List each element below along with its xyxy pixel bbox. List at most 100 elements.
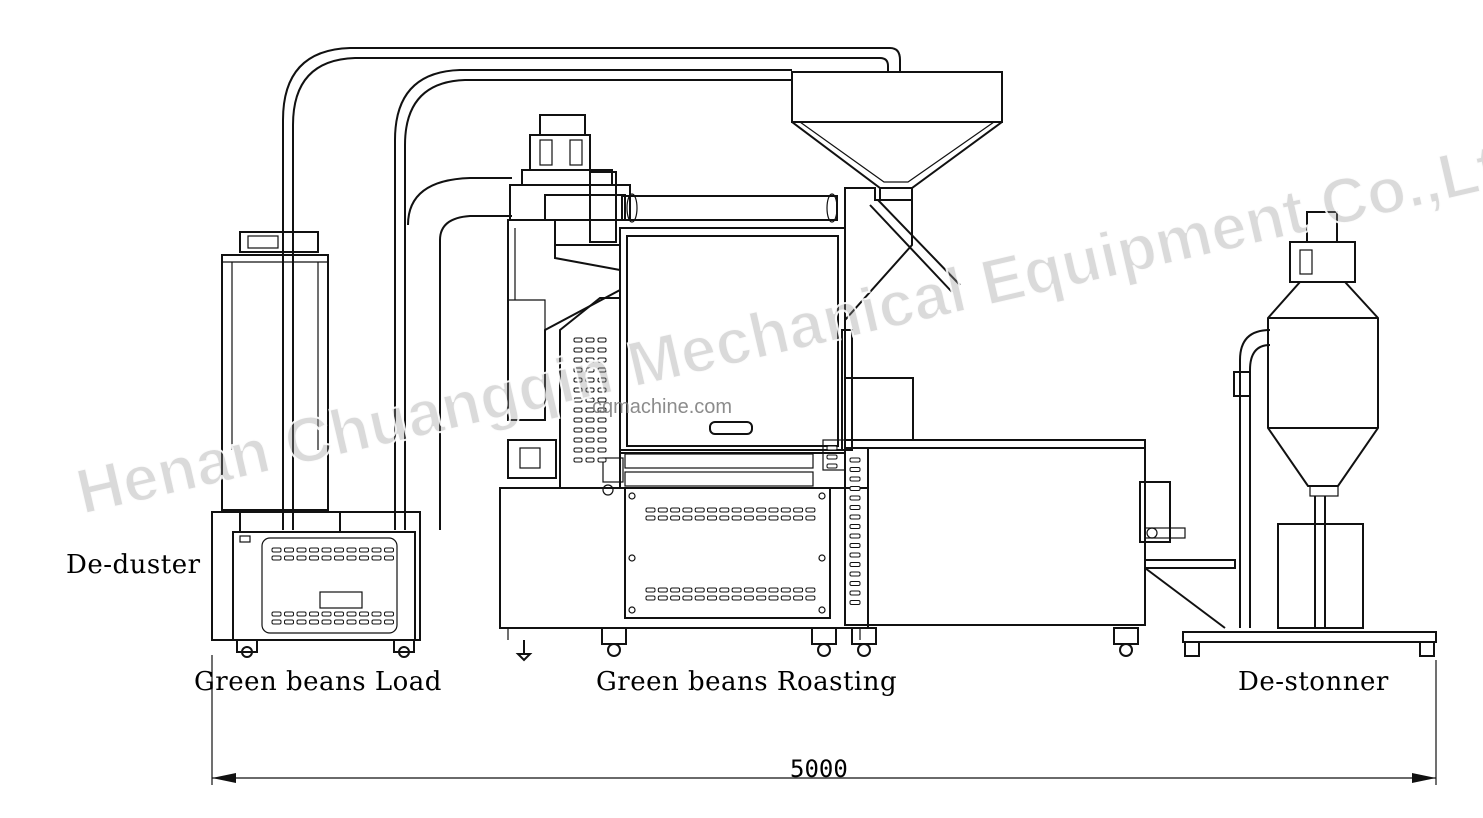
vent-slot — [849, 600, 861, 605]
vent-slot — [670, 515, 681, 521]
vent-slot — [707, 595, 717, 601]
vent-slot — [284, 619, 294, 625]
vent-slot — [371, 555, 382, 561]
vent-slot — [321, 611, 332, 617]
vent-slot — [585, 357, 595, 363]
vent-slot — [849, 495, 861, 501]
vent-slot — [657, 507, 668, 513]
vent-slot — [707, 515, 717, 521]
vent-slot — [743, 595, 754, 601]
vent-slot — [731, 587, 742, 593]
vent-slot — [670, 507, 681, 513]
vent-slot — [271, 611, 282, 617]
vent-slot — [826, 445, 838, 451]
vent-slot — [682, 587, 693, 593]
vent-slot — [849, 533, 861, 539]
vent-slot — [780, 515, 791, 521]
vent-slot — [849, 571, 861, 577]
vent-slot — [670, 587, 681, 593]
vent-slot — [309, 555, 319, 561]
vent-slot — [384, 619, 394, 625]
vent-slot — [780, 595, 791, 601]
vent-slot — [670, 595, 681, 601]
vent-slot — [271, 619, 282, 625]
vent-slot — [826, 454, 838, 460]
vent-slot — [743, 587, 754, 593]
vent-slot — [805, 595, 816, 601]
vent-slot — [573, 367, 583, 373]
vent-slot — [585, 427, 595, 433]
vent-slot — [585, 397, 595, 403]
vent-slot — [805, 587, 816, 593]
vent-slot — [585, 337, 595, 343]
vent-slot — [657, 515, 668, 521]
vent-slot — [585, 347, 595, 353]
vent-slot — [384, 611, 394, 617]
green-beans-load-label: Green beans Load — [194, 667, 442, 697]
vent-slot — [334, 611, 344, 617]
vent-slot — [573, 387, 583, 393]
vent-slot — [849, 581, 861, 586]
vent-slot — [849, 562, 861, 567]
vent-slot — [585, 417, 595, 423]
vent-slot — [756, 595, 767, 601]
de-stonner-label: De-stonner — [1238, 667, 1389, 697]
vent-slot — [371, 611, 382, 617]
vent-slot — [359, 547, 369, 553]
vent-slot — [645, 515, 656, 521]
vent-slot — [359, 611, 369, 617]
de-duster-label: De-duster — [66, 550, 201, 580]
vent-slot — [573, 397, 583, 403]
vent-slot — [597, 337, 607, 343]
vent-slot — [849, 476, 861, 482]
vent-slot — [768, 507, 779, 513]
vent-slot — [719, 507, 730, 513]
vent-slot — [359, 555, 369, 561]
vent-slot — [597, 407, 607, 413]
vent-slot — [597, 387, 607, 393]
vent-slot — [321, 619, 332, 625]
vent-slot — [645, 507, 656, 513]
vent-slot — [585, 437, 595, 443]
vent-slot — [849, 505, 861, 510]
vent-slot — [768, 587, 779, 593]
vent-slot — [597, 417, 607, 423]
vent-slot — [296, 547, 307, 553]
vent-slot — [719, 587, 730, 593]
vent-slot — [359, 619, 369, 625]
vent-slot — [573, 357, 583, 363]
deduster-vent-slots — [271, 547, 394, 625]
vent-slot — [284, 611, 294, 617]
vent-slot — [597, 367, 607, 373]
vent-slot — [849, 467, 861, 472]
vent-slot — [597, 357, 607, 363]
total-length-dimension: 5000 — [790, 755, 848, 783]
vent-slot — [573, 337, 583, 343]
vent-slot — [334, 619, 344, 625]
vent-slot — [793, 515, 804, 521]
vent-slot — [743, 515, 754, 521]
vent-slot — [573, 447, 583, 453]
vent-slot — [346, 555, 357, 561]
vent-slot — [346, 619, 357, 625]
vent-slot — [731, 507, 742, 513]
roaster-machine — [499, 71, 1186, 662]
vent-slot — [826, 463, 838, 469]
vent-slot — [793, 507, 804, 513]
vent-slot — [768, 515, 779, 521]
vent-slot — [585, 447, 595, 453]
vent-slot — [573, 347, 583, 353]
vent-slot — [780, 507, 791, 513]
vent-slot — [585, 377, 595, 383]
vent-slot — [793, 587, 804, 593]
vent-slot — [346, 547, 357, 553]
vent-slot — [334, 547, 344, 553]
vent-slot — [756, 515, 767, 521]
vent-slot — [321, 555, 332, 561]
vent-slot — [731, 515, 742, 521]
vent-slot — [805, 515, 816, 521]
vent-slot — [849, 524, 861, 529]
vent-slot — [597, 447, 607, 453]
vent-slot — [573, 457, 583, 463]
